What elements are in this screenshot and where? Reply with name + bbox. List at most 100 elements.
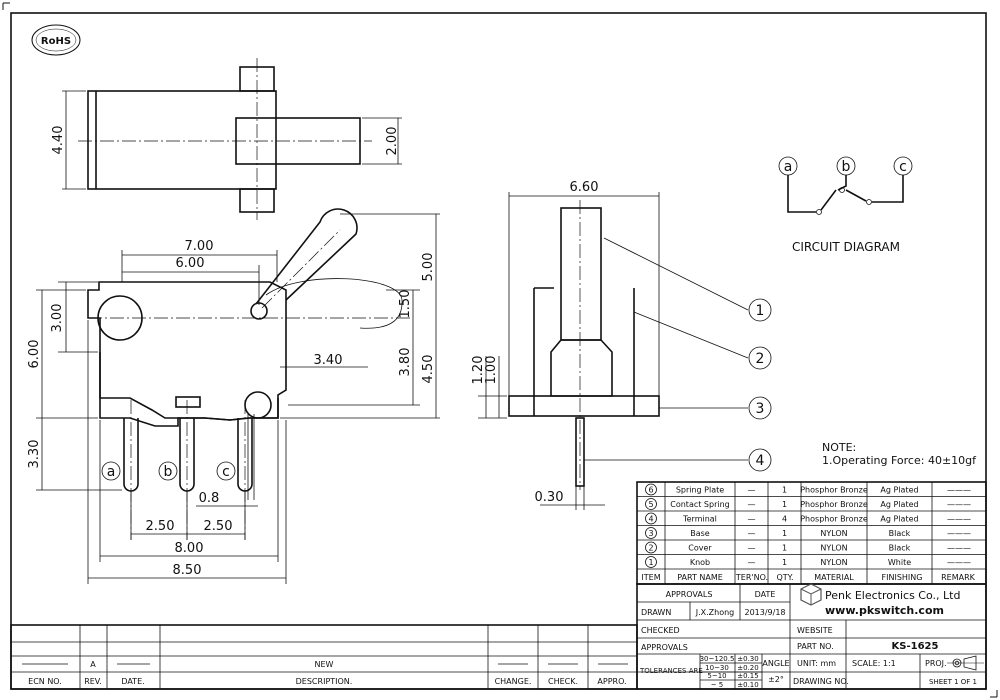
tb-sheet: SHEET 1 OF 1 [929,678,977,686]
bom-cell-qty: 1 [782,486,787,495]
bom-cell-finishing: Ag Plated [880,486,918,495]
bom-cell-remark: ——— [947,486,971,495]
bom-item-circle [645,498,657,510]
rev-rev: REV. [84,677,102,686]
dim-pitch-1: 2.50 [146,519,175,534]
bom-cell-ter: — [748,544,756,553]
callout-2: 2 [756,351,765,367]
bom-cell-qty: 1 [782,500,787,509]
callout-1: 1 [756,303,765,319]
company-logo-icon [800,583,822,606]
projection-symbol-icon [947,655,984,671]
dim-h-500: 5.00 [421,253,436,282]
dim-w-850: 8.50 [173,563,202,578]
bom-cell-item: 3 [648,529,653,538]
bom-cell-finishing: Black [889,544,911,553]
bom-h-item: ITEM [641,573,660,582]
rohs-logo: RoHS [31,24,81,56]
bom-cell-material: NYLON [820,529,847,538]
dim-pin-08: 0.8 [199,491,220,506]
tb-tol-v4: ±0.10 [737,681,758,689]
circuit-b: b [842,159,851,175]
bom-cell-remark: ——— [947,500,971,509]
tb-scale: SCALE: 1:1 [852,659,896,668]
bom-cell-item: 2 [648,544,653,553]
dim-w-340: 3.40 [314,353,343,368]
tb-tol-r2: 10~30 [705,664,729,672]
dim-width-600: 6.00 [176,256,205,271]
rev-letter: A [90,660,96,669]
dim-h-330: 3.30 [27,440,42,469]
bom-item-circle [645,556,657,568]
bom-cell-material: NYLON [820,544,847,553]
pin-label-b: b [164,464,173,480]
front-view: a b c 7.00 6.00 3.00 6.00 3.30 5.00 [27,208,440,584]
tb-website-url: www.pkswitch.com [825,604,944,617]
corner-mark-br [990,690,998,698]
rev-check: CHECK. [548,677,578,686]
bom-cell-qty: 1 [782,529,787,538]
top-view: 4.40 2.00 [51,58,402,220]
tb-angle-val: ±2° [768,675,784,684]
dim-h-600: 6.00 [27,340,42,369]
bom-cell-material: Phosphor Bronze [800,515,868,524]
tb-drawn-date: 2013/9/18 [744,608,785,617]
bom-cell-item: 1 [648,558,653,567]
tb-proj: PROJ. [925,659,947,668]
bom-h-ter: TER'NO. [735,573,768,582]
rev-new: NEW [315,660,334,669]
bom-cell-name: Knob [690,558,710,567]
bom-h-qty: QTY. [777,573,794,582]
dim-h-450: 4.50 [421,355,436,384]
bom-item-circle [645,512,657,525]
bom-cell-qty: 4 [782,515,787,524]
tb-part-no: KS-1625 [892,641,939,652]
tb-approvals2: APPROVALS [641,643,688,652]
callout-4: 4 [756,453,765,469]
bom-item-circle [645,527,657,539]
tb-drawn-by: J.X.Zhong [695,608,735,617]
bom-item-circle [645,541,657,554]
bom-item-circle [645,483,657,496]
circuit-diagram: a b c CIRCUIT DIAGRAM [778,156,913,254]
bom-cell-material: Phosphor Bronze [800,486,868,495]
note-line1: 1.Operating Force: 40±10gf [822,454,977,467]
tb-company: Penk Electronics Co., Ltd [825,589,960,602]
tb-part-no-label: PART NO. [797,642,834,651]
corner-mark-tl [2,2,10,10]
bom-cell-name: Spring Plate [676,486,724,495]
tb-tol-r4: ~ 5 [711,681,724,689]
bom-cell-name: Terminal [682,515,717,524]
pin-label-a: a [107,464,116,480]
bom-cell-item: 6 [648,486,653,495]
tb-drawing-no: DRAWING NO. [793,677,849,686]
tb-unit: UNIT: mm [797,659,836,668]
callout-3: 3 [756,401,765,417]
note-title: NOTE: [822,441,856,454]
dim-pitch-2: 2.50 [204,519,233,534]
tb-checked: CHECKED [641,626,680,635]
bom-cell-remark: ——— [947,529,971,538]
bom-cell-ter: — [748,500,756,509]
bom-grid [637,482,986,584]
bom-cell-remark: ——— [947,558,971,567]
pin-label-c: c [222,464,230,480]
rev-date: DATE. [121,677,144,686]
bom-cell-qty: 1 [782,544,787,553]
rev-appro: APPRO. [597,677,626,686]
tb-angle: ANGLE [762,659,789,668]
dim-width-700: 7.00 [185,239,214,254]
dim-side-100: 1.00 [484,356,499,385]
bom-h-name: PART NAME [677,573,723,582]
bom-cell-material: NYLON [820,558,847,567]
tb-tol-v3: ±0.15 [737,672,758,680]
bom-cell-finishing: Ag Plated [880,500,918,509]
side-view: 6.60 1.20 1.00 0.30 1 2 3 4 [471,180,772,510]
rev-change: CHANGE. [495,677,532,686]
tb-tol-r1: 30~120.5 [700,655,735,663]
title-block: APPROVALS DATE DRAWN J.X.Zhong 2013/9/18… [636,583,987,690]
circuit-c: c [899,159,907,175]
bom-cell-material: Phosphor Bronze [800,500,868,509]
